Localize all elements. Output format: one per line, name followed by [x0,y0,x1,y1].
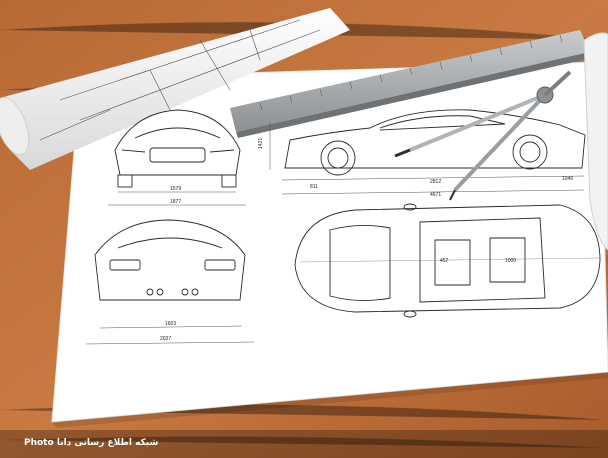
drafting-compass [394,70,572,201]
car-side-view [284,109,586,176]
metal-ruler [230,30,592,138]
car-rear-view [94,219,246,301]
top-dim-cabin: 1000 [505,258,516,264]
side-dim-height: 1421 [258,138,264,149]
right-paper-roll [583,32,608,251]
front-dim-width: 1579 [170,186,181,192]
photo-credit: Photo شبکه اطلاع رسانی دانا [24,438,159,448]
side-dim-wheelbase: 2812 [430,179,441,185]
side-dim-front-overhang: 811 [310,184,318,190]
rear-dim-track: 1603 [165,321,176,327]
rear-dim-mirror-width: 2037 [160,336,171,342]
top-dim-seat: 457 [440,258,449,264]
front-dim-mirror-width: 1877 [170,199,181,205]
car-top-view [294,203,601,318]
credit-strip [0,430,608,458]
side-dim-rear-overhang: 1046 [562,176,573,182]
rolled-blueprint [0,8,350,170]
car-front-view [114,109,241,188]
side-dim-length: 4671 [430,192,441,198]
